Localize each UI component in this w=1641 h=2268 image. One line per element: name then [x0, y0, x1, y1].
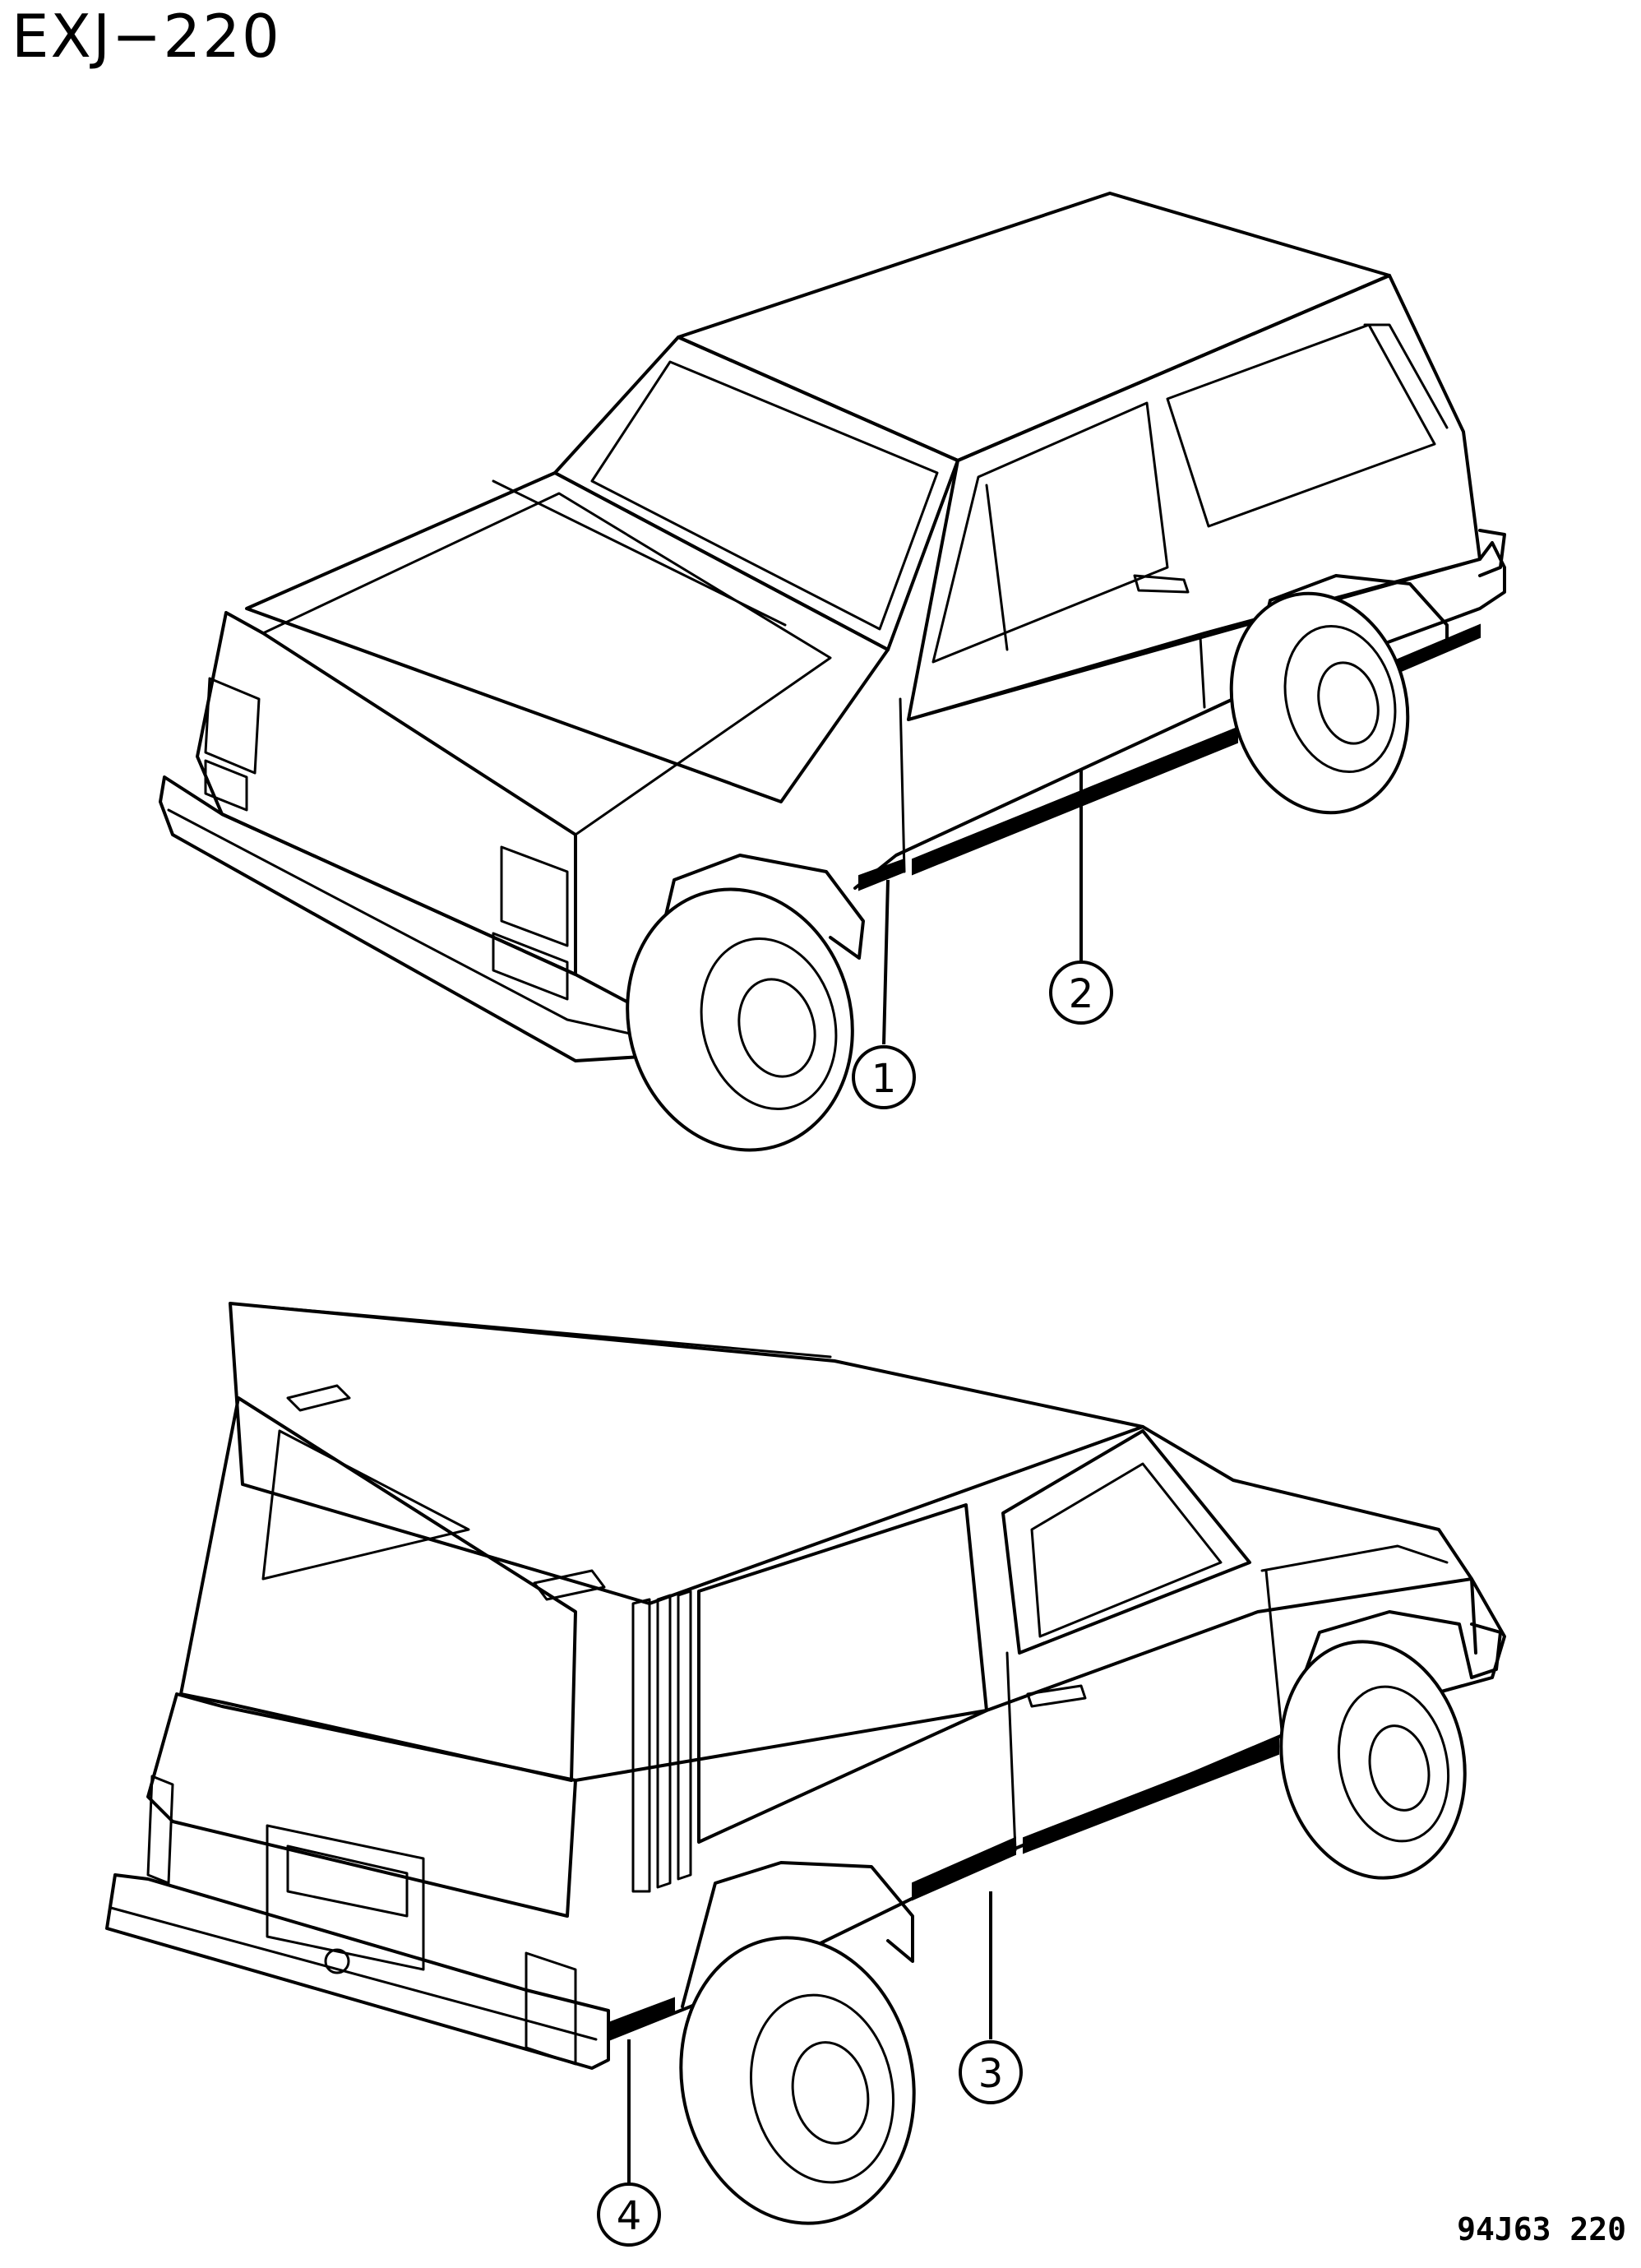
rear-wheel-arch-rear-view: [681, 1861, 914, 2008]
callout-1-leader: [882, 879, 890, 1045]
roof-outline: [677, 192, 1391, 462]
callout-4-label: 4: [617, 2193, 642, 2239]
side-window-frame: [907, 274, 1482, 721]
roof-outline-rear-view: [229, 1302, 1144, 1605]
body-side-moulding-front-door: [912, 726, 1238, 876]
front-door-window: [931, 401, 1169, 664]
sheet-code: EXJ−220: [12, 2, 281, 71]
door-handle-rear-view: [1026, 1684, 1087, 1708]
hood: [245, 471, 890, 803]
door-handle-front: [1133, 574, 1190, 594]
roof-rack-pad-left: [286, 1384, 351, 1412]
figure-code: 94J63 220: [1457, 2211, 1626, 2247]
front-door-window-rear-view: [1001, 1429, 1251, 1655]
body-side-moulding-front-fender: [858, 858, 905, 891]
callout-3-label: 3: [978, 2051, 1004, 2097]
headlamp-right: [500, 845, 569, 947]
callout-3: 3: [959, 2040, 1023, 2104]
front-bumper: [159, 775, 647, 1062]
tail-lamp-left: [146, 1775, 174, 1885]
rear-bumper: [105, 1873, 610, 2070]
callout-1: 1: [852, 1045, 916, 1109]
callout-2: 2: [1049, 960, 1113, 1025]
body-side-moulding-rear-quarter: [608, 1997, 675, 2039]
callout-1-label: 1: [871, 1056, 897, 1102]
rear-three-quarter-view: 3 4: [105, 1302, 1506, 2247]
body-side-moulding-rear-door: [912, 1836, 1016, 1901]
tail-lamp-right: [525, 1951, 577, 2066]
callout-4: 4: [597, 2182, 661, 2247]
front-tire-rear-view: [1279, 1640, 1467, 1880]
liftgate-lock-icon: [324, 1948, 350, 1974]
rear-side-window-rear-view: [697, 1503, 988, 1844]
body-side-moulding-front-door-rear-view: [1023, 1738, 1279, 1854]
liftgate: [146, 1692, 577, 1918]
roof-rack-pad-right: [533, 1569, 606, 1601]
rear-tire-rear-view: [679, 1936, 916, 2225]
front-grille-panel: [196, 611, 577, 976]
headlamp-left: [204, 677, 261, 775]
d-pillar-stripes: [631, 1598, 651, 1893]
body-side: [853, 541, 1506, 890]
callout-2-label: 2: [1069, 971, 1094, 1017]
front-three-quarter-view: 1 2: [159, 192, 1506, 1152]
rear-side-window: [1166, 323, 1436, 528]
license-plate-recess: [266, 1824, 425, 1971]
front-wheel-arch: [640, 854, 865, 1021]
